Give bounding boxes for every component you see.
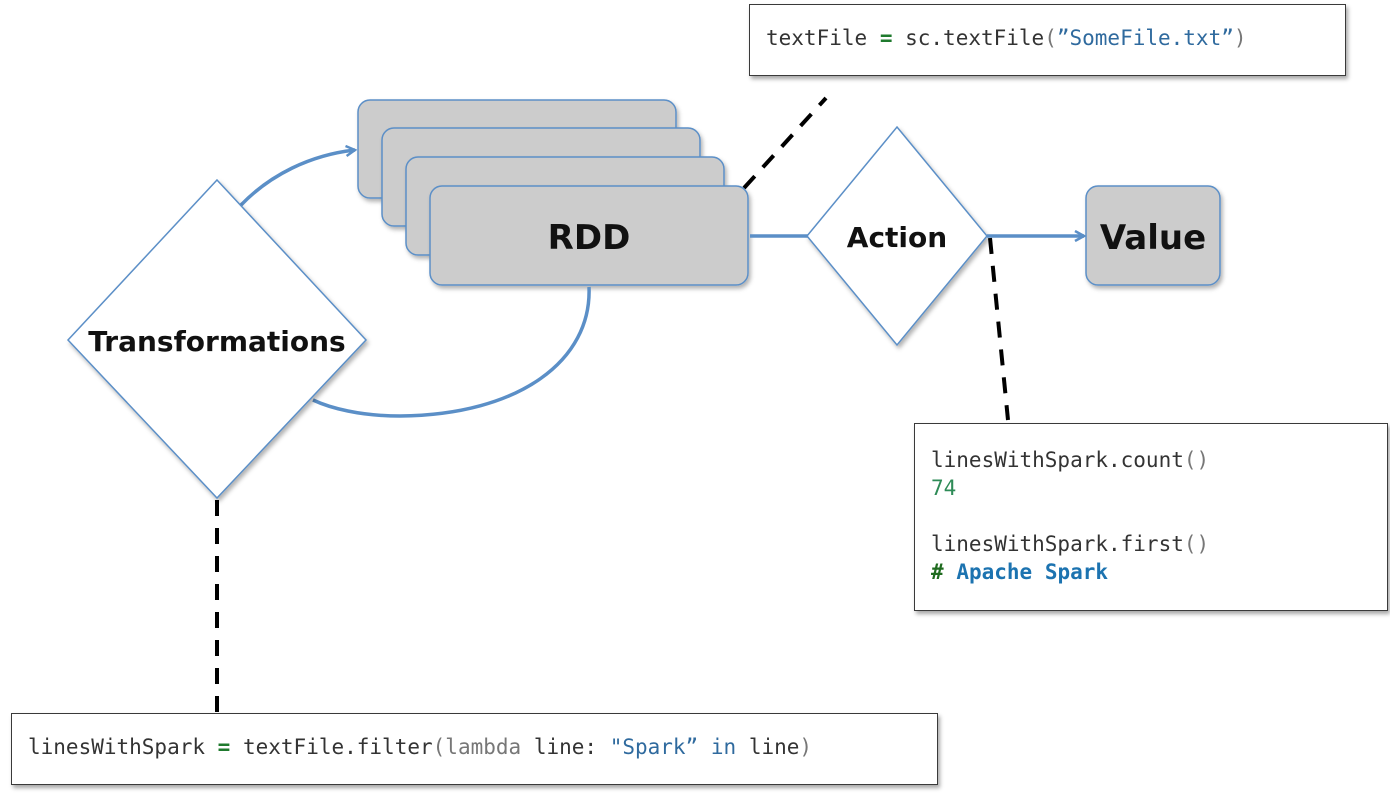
filter-tail: line [748,735,800,759]
transformations-node [66,178,368,500]
rdd-label: RDD [548,218,631,258]
count-call: linesWithSpark.count [931,448,1184,472]
action-label: Action [847,221,947,254]
first-result-line: # Apache Spark [931,558,1387,586]
in-keyword: in [710,735,737,759]
dashed-connector-textfile [742,96,828,190]
count-result: 74 [931,476,957,500]
value-node [1085,185,1221,286]
close-paren: ) [1233,26,1247,50]
filter-var: linesWithSpark [28,735,206,759]
comment-hash: # [931,560,944,584]
filter-call: textFile.filter [242,735,433,759]
transform-arrow-to-rdd [239,150,355,207]
blank-line [931,502,1387,530]
spark-string: "Spark” [609,735,699,759]
rdd-node [429,185,749,286]
rdd-return-curve [312,286,591,418]
filter-open-paren: ( [432,735,446,759]
first-result: Apache Spark [956,560,1109,584]
first-parens: () [1183,532,1210,556]
count-line: linesWithSpark.count() [931,446,1387,474]
action-node [806,125,988,347]
filename-string: ”SomeFile.txt” [1056,26,1234,50]
textfile-call: sc.textFile [905,26,1045,50]
textfile-code-box: textFile = sc.textFile(”SomeFile.txt”) [749,4,1346,76]
first-line: linesWithSpark.first() [931,530,1387,558]
lambda-param: line: [533,735,598,759]
lambda-keyword: lambda [445,735,522,759]
count-parens: () [1183,448,1210,472]
open-paren: ( [1044,26,1057,50]
dashed-connector-action [988,237,1010,421]
first-call: linesWithSpark.first [931,532,1184,556]
transformations-label: Transformations [88,325,345,358]
filter-assign-operator: = [217,735,231,759]
filter-code-box: linesWithSpark = textFile.filter(lambda … [11,713,938,785]
value-label: Value [1100,218,1206,258]
filter-close-paren: ) [799,735,813,759]
assign-operator: = [879,26,893,50]
textfile-var: textFile [766,26,868,50]
